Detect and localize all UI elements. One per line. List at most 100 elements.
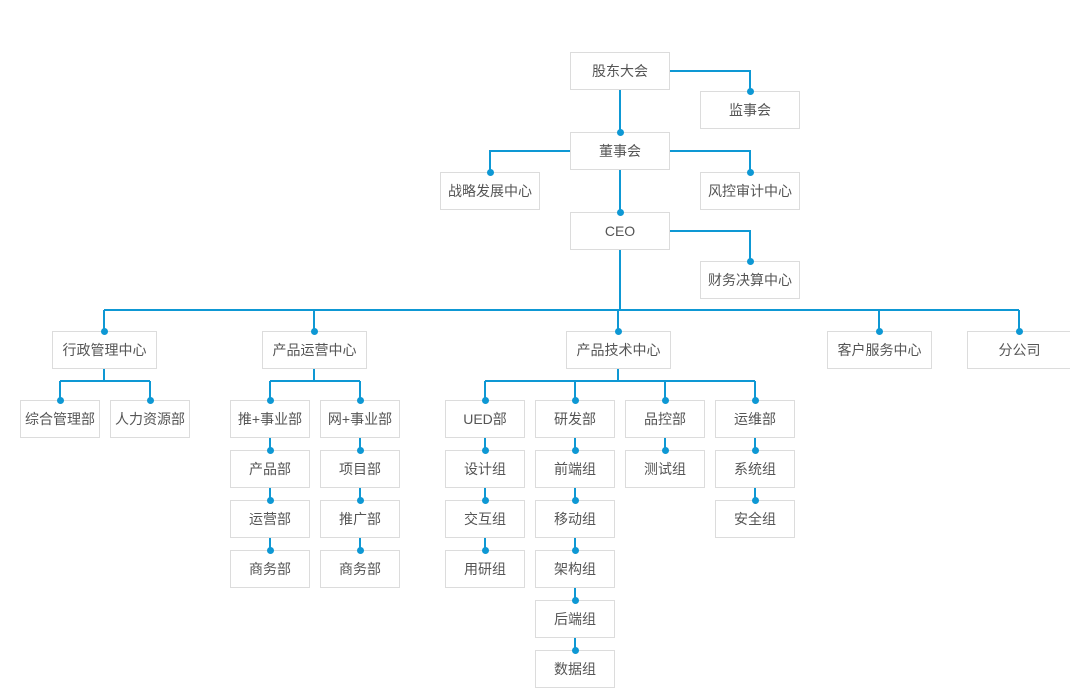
org-node-label: 客户服务中心 [837, 342, 922, 358]
org-node-label: 用研组 [464, 561, 506, 577]
org-node-label: 网+事业部 [327, 411, 393, 427]
org-node-label: 研发部 [554, 411, 596, 427]
connector-dot-icon [481, 396, 489, 404]
connector-dot-icon [875, 327, 883, 335]
org-node[interactable]: 战略发展中心 [440, 172, 540, 210]
org-node-label: 移动组 [554, 511, 596, 527]
org-node[interactable]: 股东大会 [570, 52, 670, 90]
connector-dot-icon [266, 446, 274, 454]
connector-dot-icon [751, 446, 759, 454]
org-node[interactable]: UED部 [445, 400, 525, 438]
org-node-label: 商务部 [339, 561, 381, 577]
connector-dot-icon [356, 546, 364, 554]
org-node-label: 董事会 [599, 143, 641, 159]
org-node-label: CEO [604, 223, 636, 239]
org-node-label: 品控部 [644, 411, 686, 427]
org-node[interactable]: 前端组 [535, 450, 615, 488]
org-node[interactable]: 行政管理中心 [52, 331, 157, 369]
org-node-label: 人力资源部 [115, 411, 185, 427]
org-node[interactable]: 产品部 [230, 450, 310, 488]
org-node[interactable]: 商务部 [230, 550, 310, 588]
connector-line [670, 150, 751, 172]
connector-dot-icon [751, 496, 759, 504]
connector-line [670, 70, 751, 91]
connector-dot-icon [571, 396, 579, 404]
org-node[interactable]: 研发部 [535, 400, 615, 438]
connector-dot-icon [571, 596, 579, 604]
org-node[interactable]: 数据组 [535, 650, 615, 688]
org-node-label: 系统组 [734, 461, 776, 477]
connector-dot-icon [486, 168, 494, 176]
connector-dot-icon [356, 496, 364, 504]
connector-dot-icon [614, 327, 622, 335]
org-node[interactable]: 运营部 [230, 500, 310, 538]
org-node[interactable]: 设计组 [445, 450, 525, 488]
org-node-label: 产品技术中心 [576, 342, 661, 358]
org-node-label: 交互组 [464, 511, 506, 527]
org-node-label: 产品运营中心 [272, 342, 357, 358]
connector-dot-icon [746, 87, 754, 95]
org-node-label: 数据组 [554, 661, 596, 677]
org-node[interactable]: 交互组 [445, 500, 525, 538]
org-node[interactable]: 后端组 [535, 600, 615, 638]
org-node[interactable]: 移动组 [535, 500, 615, 538]
connector-dot-icon [100, 327, 108, 335]
org-node[interactable]: 品控部 [625, 400, 705, 438]
org-node-label: 推+事业部 [237, 411, 303, 427]
org-node[interactable]: 风控审计中心 [700, 172, 800, 210]
connector-line [489, 150, 570, 172]
org-node-label: 股东大会 [592, 63, 648, 79]
connector-dot-icon [56, 396, 64, 404]
org-node-label: 风控审计中心 [708, 183, 792, 199]
org-node-label: 前端组 [554, 461, 596, 477]
connector-dot-icon [661, 396, 669, 404]
connector-dot-icon [1015, 327, 1023, 335]
org-node-label: 推广部 [339, 511, 381, 527]
org-node[interactable]: 推广部 [320, 500, 400, 538]
org-node[interactable]: 网+事业部 [320, 400, 400, 438]
org-node[interactable]: 客户服务中心 [827, 331, 932, 369]
org-node[interactable]: 运维部 [715, 400, 795, 438]
org-node-label: 产品部 [249, 461, 291, 477]
org-node[interactable]: 项目部 [320, 450, 400, 488]
org-node[interactable]: CEO [570, 212, 670, 250]
connector-line [670, 230, 751, 261]
org-node[interactable]: 综合管理部 [20, 400, 100, 438]
org-node[interactable]: 监事会 [700, 91, 800, 129]
org-node-label: 财务决算中心 [708, 272, 792, 288]
connector-dot-icon [310, 327, 318, 335]
org-node[interactable]: 系统组 [715, 450, 795, 488]
org-node-label: 测试组 [644, 461, 686, 477]
connector-dot-icon [481, 496, 489, 504]
org-node-label: 后端组 [554, 611, 596, 627]
org-node[interactable]: 架构组 [535, 550, 615, 588]
org-node[interactable]: 商务部 [320, 550, 400, 588]
org-node[interactable]: 推+事业部 [230, 400, 310, 438]
org-node-label: 运营部 [249, 511, 291, 527]
connector-dot-icon [266, 496, 274, 504]
connector-dot-icon [661, 446, 669, 454]
org-node[interactable]: 财务决算中心 [700, 261, 800, 299]
org-node-label: 商务部 [249, 561, 291, 577]
connector-dot-icon [481, 446, 489, 454]
connector-dot-icon [146, 396, 154, 404]
org-node[interactable]: 用研组 [445, 550, 525, 588]
connector-dot-icon [751, 396, 759, 404]
connector-dot-icon [746, 257, 754, 265]
org-node-label: UED部 [463, 411, 507, 427]
org-node-label: 分公司 [998, 342, 1041, 358]
org-node-label: 运维部 [734, 411, 776, 427]
org-node-label: 综合管理部 [25, 411, 95, 427]
org-node[interactable]: 产品技术中心 [566, 331, 671, 369]
org-node[interactable]: 董事会 [570, 132, 670, 170]
org-node[interactable]: 人力资源部 [110, 400, 190, 438]
connector-dot-icon [616, 128, 624, 136]
connector-dot-icon [481, 546, 489, 554]
org-node[interactable]: 测试组 [625, 450, 705, 488]
connector-dot-icon [356, 396, 364, 404]
org-node[interactable]: 分公司 [967, 331, 1070, 369]
org-node-label: 安全组 [734, 511, 776, 527]
org-node[interactable]: 安全组 [715, 500, 795, 538]
org-node[interactable]: 产品运营中心 [262, 331, 367, 369]
